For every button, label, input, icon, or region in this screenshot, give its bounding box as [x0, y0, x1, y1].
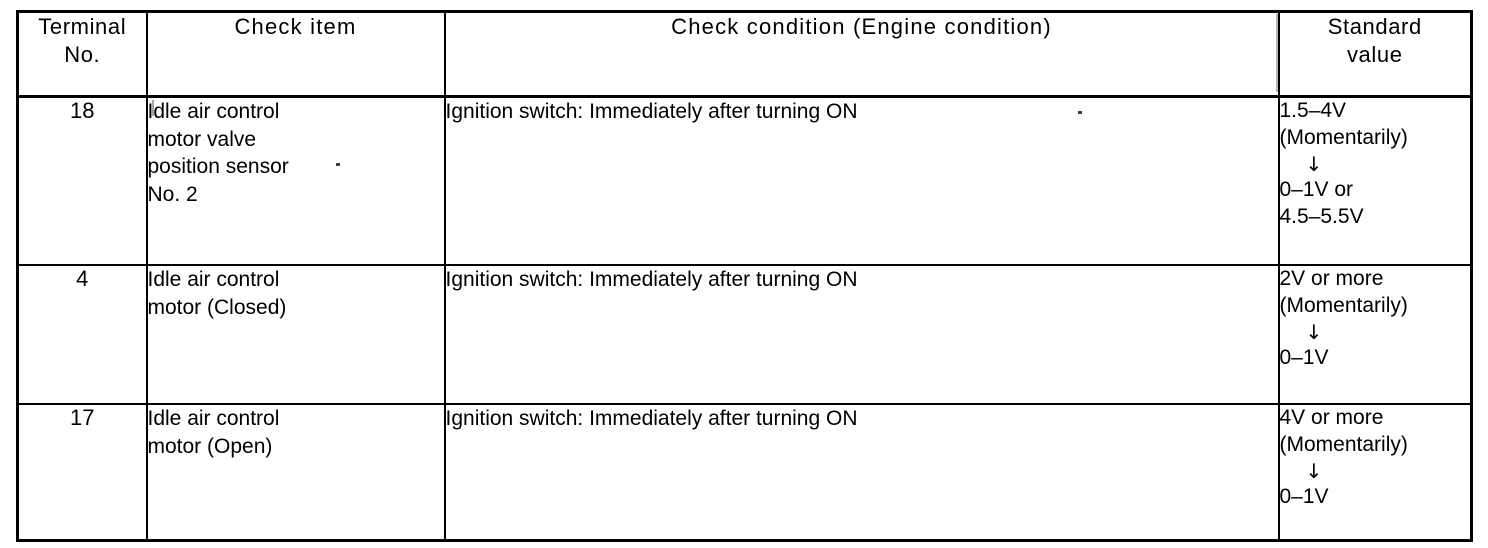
check-condition-text: Ignition switch: Immediately after turni…	[445, 268, 858, 291]
standard-value-line: 0–1V	[1279, 345, 1329, 369]
table-body: 18 Idle air control motor valve position…	[16, 95, 1473, 542]
cell-terminal-no: 17	[16, 403, 148, 542]
cell-check-item: Idle air control motor valve position se…	[145, 95, 446, 266]
standard-value-line: 2V or more	[1279, 267, 1384, 290]
check-item-line: Idle air control	[147, 407, 280, 430]
check-condition-text: Ignition switch: Immediately after turni…	[445, 407, 858, 430]
header-row: Terminal No. Check item Check condition …	[16, 10, 1473, 98]
column-header-check-item: Check item	[145, 10, 446, 98]
down-arrow-icon: ↓	[1305, 319, 1323, 344]
cell-standard-value: 2V or more (Momentarily) ↓ 0–1V	[1277, 264, 1473, 405]
header-line: Standard	[1327, 14, 1422, 39]
standard-value-line: 0–1V or	[1279, 177, 1354, 201]
column-header-check-condition: Check condition (Engine condition)	[443, 10, 1280, 98]
cell-terminal-no: 4	[16, 264, 148, 405]
header-line: No.	[64, 41, 101, 67]
cell-check-item: Idle air control motor (Open)	[145, 403, 446, 542]
cell-standard-value: 4V or more (Momentarily) ↓ 0–1V	[1277, 403, 1473, 542]
column-header-terminal-no: Terminal No.	[16, 10, 148, 98]
scan-rule-artifact	[1276, 14, 1278, 92]
standard-value-line: (Momentarily)	[1279, 293, 1408, 317]
standard-value-line: 4V or more	[1279, 406, 1384, 429]
cell-check-condition: Ignition switch: Immediately after turni…	[443, 95, 1280, 266]
down-arrow-icon: ↓	[1305, 151, 1323, 176]
down-arrow-icon: ↓	[1305, 458, 1323, 483]
table-row: 4 Idle air control motor (Closed) Igniti…	[16, 264, 1473, 405]
check-item-line: Idle air control	[147, 268, 280, 291]
cell-check-item: Idle air control motor (Closed)	[145, 264, 446, 405]
check-condition-text: Ignition switch: Immediately after turni…	[445, 100, 858, 123]
standard-value-line: 0–1V	[1279, 484, 1329, 508]
scan-speck	[152, 100, 154, 116]
check-item-line: No. 2	[147, 183, 198, 207]
check-item-line: motor (Open)	[147, 434, 273, 458]
scan-speck	[336, 163, 340, 166]
column-header-standard-value: Standard value	[1277, 10, 1473, 98]
cell-check-condition: Ignition switch: Immediately after turni…	[443, 264, 1280, 405]
table-row: 18 Idle air control motor valve position…	[16, 95, 1473, 266]
cell-terminal-no: 18	[16, 95, 148, 266]
standard-value-line: (Momentarily)	[1279, 125, 1408, 149]
header-line: Terminal	[38, 14, 127, 39]
standard-value-line: (Momentarily)	[1279, 432, 1408, 456]
scan-rule-artifact	[444, 14, 446, 92]
check-item-line: motor valve	[147, 127, 257, 151]
cell-check-condition: Ignition switch: Immediately after turni…	[443, 403, 1280, 542]
header-line: Check item	[234, 14, 357, 39]
standard-value-line: 1.5–4V	[1279, 99, 1347, 122]
table-header: Terminal No. Check item Check condition …	[16, 10, 1473, 98]
check-item-line: position sensor	[147, 155, 289, 179]
terminal-check-table: Terminal No. Check item Check condition …	[16, 10, 1473, 542]
check-item-line: motor (Closed)	[147, 295, 287, 319]
scan-speck	[1078, 111, 1082, 114]
header-line: value	[1346, 41, 1403, 67]
table-row: 17 Idle air control motor (Open) Ignitio…	[16, 403, 1473, 542]
header-line: Check condition (Engine condition)	[671, 14, 1052, 39]
cell-standard-value: 1.5–4V (Momentarily) ↓ 0–1V or 4.5–5.5V	[1277, 95, 1473, 266]
check-item-line: Idle air control	[147, 100, 280, 123]
standard-value-line: 4.5–5.5V	[1279, 204, 1364, 228]
scan-rule-artifact	[444, 262, 446, 392]
